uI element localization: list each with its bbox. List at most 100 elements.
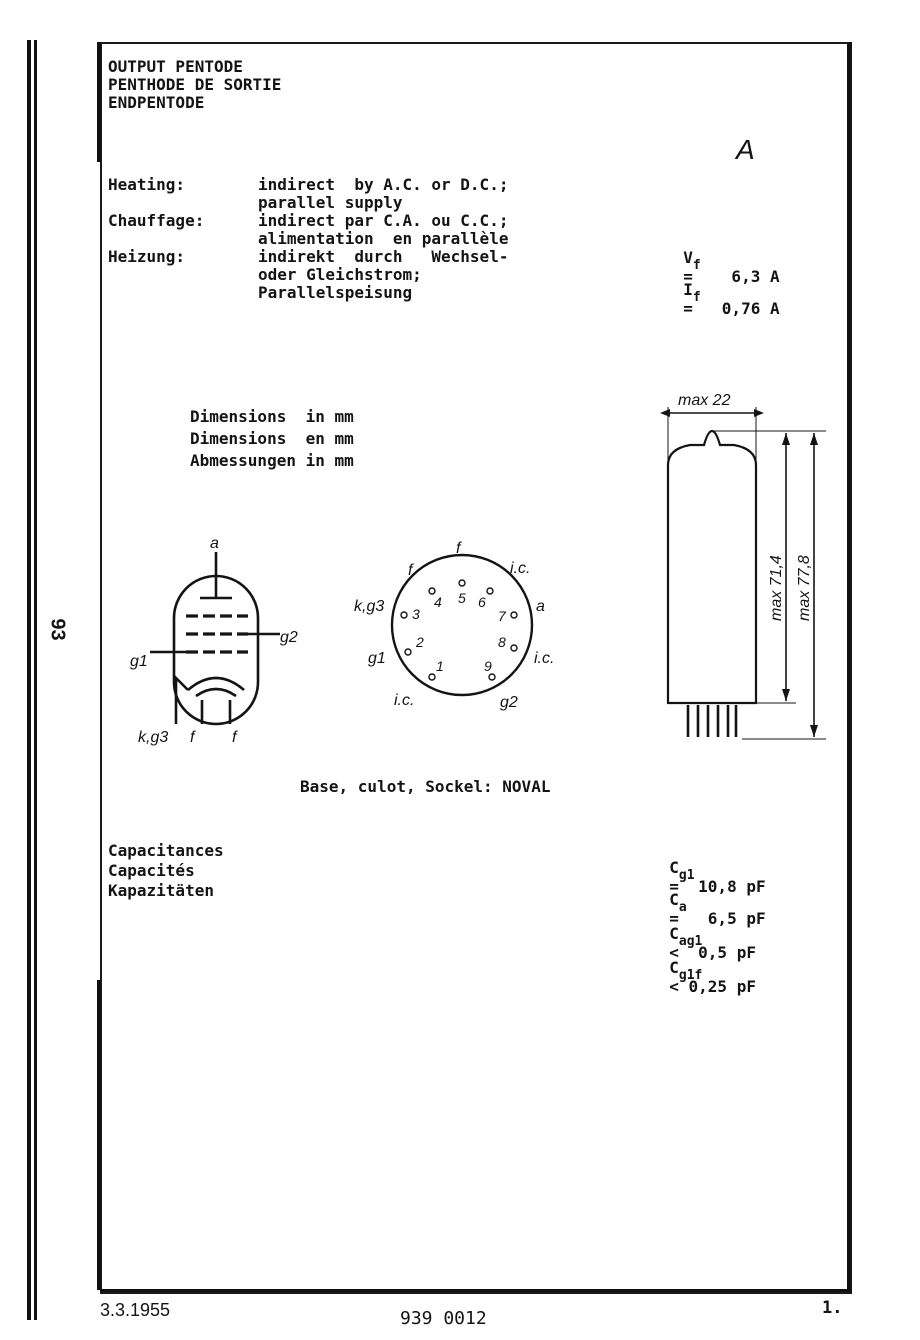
- heating-text-de-3: Parallelspeisung: [258, 283, 413, 302]
- heating-label-en: Heating:: [108, 175, 186, 194]
- height-label-1: max 71,4: [768, 555, 785, 621]
- heating-label-fr: Chauffage:: [108, 211, 205, 230]
- capacitance-row-ca: Ca = 6,5 pF: [650, 874, 766, 928]
- base-label-g2: g2: [500, 694, 518, 711]
- heater-voltage-value: = 6,3 A: [683, 267, 780, 286]
- tube-bulb: [666, 429, 758, 705]
- heating-text-de-2: oder Gleichstrom;: [258, 265, 422, 284]
- pin-number-8: 8: [498, 634, 506, 650]
- capacitance-row-cag1: Cag1 < 0,5 pF: [650, 908, 756, 961]
- heater: [195, 687, 237, 698]
- cap-symbol: C: [669, 924, 679, 943]
- symbol-label-g2: g2: [280, 629, 298, 646]
- heater-current: If = 0,76 A: [664, 264, 780, 318]
- left-margin-bar-inner: [34, 40, 37, 1320]
- pin-number-7: 7: [498, 608, 507, 624]
- cap-value: < 0,25 pF: [669, 977, 756, 996]
- base-label-g1: g1: [368, 650, 386, 667]
- dimensions-de: Abmessungen in mm: [190, 451, 354, 470]
- base-label-ic-bottom: i.c.: [394, 692, 414, 709]
- left-border-mark-bottom: [97, 980, 101, 1290]
- right-border-thick: [847, 42, 851, 1292]
- left-border-mark-top: [97, 42, 101, 162]
- pin-number-4: 4: [434, 594, 442, 610]
- pin-markers: [400, 579, 518, 681]
- heating-label-de: Heizung:: [108, 247, 186, 266]
- arrow-h2-bottom: [810, 725, 818, 737]
- capacitance-row-cg1: Cg1 = 10,8 pF: [650, 842, 766, 896]
- tube-pins: [686, 705, 738, 737]
- symbol-label-kg3: k,g3: [138, 729, 168, 746]
- left-margin-bar-outer: [27, 40, 31, 1320]
- handwritten-annotation: A: [736, 134, 755, 165]
- arrow-h1-top: [782, 433, 790, 445]
- base-label-a: a: [536, 598, 545, 615]
- cap-value: = 6,5 pF: [669, 909, 766, 928]
- pin-number-3: 3: [412, 606, 420, 622]
- heating-text-de-1: indirekt durch Wechsel-: [258, 247, 509, 266]
- height-label-2: max 77,8: [796, 555, 813, 621]
- heater-current-sub: f: [692, 290, 701, 305]
- bottom-border-thick: [100, 1289, 851, 1292]
- capacitances-label-de: Kapazitäten: [108, 881, 214, 900]
- dimensions-en: Dimensions in mm: [190, 407, 354, 426]
- heater-current-value: = 0,76 A: [683, 299, 780, 318]
- heating-text-fr-2: alimentation en parallèle: [258, 229, 509, 248]
- base-label-kg3: k,g3: [354, 598, 384, 615]
- grid-lines: [186, 614, 248, 654]
- heater-voltage-sub: f: [692, 258, 701, 273]
- pin-number-6: 6: [478, 594, 486, 610]
- cap-sub: a: [678, 900, 687, 915]
- base-outline: [390, 553, 534, 697]
- cathode: [187, 676, 245, 691]
- cap-sub: g1f: [678, 968, 703, 983]
- cap-value: = 10,8 pF: [669, 877, 766, 896]
- footer-date: 3.3.1955: [100, 1300, 171, 1320]
- heating-text-fr-1: indirect par C.A. ou C.C.;: [258, 211, 509, 230]
- arrow-width-right: [754, 409, 764, 417]
- capacitances-label-fr: Capacités: [108, 861, 195, 880]
- noval-base-diagram: 1 2 3 4 5 6 7 8 9 f i.c. f k,g3 a g1 i.c…: [354, 540, 554, 711]
- base-label-ic-top: i.c.: [510, 560, 530, 577]
- cathode-lead: [174, 674, 189, 724]
- symbol-label-g1: g1: [130, 653, 148, 670]
- footer-page-number: 1.: [822, 1298, 843, 1318]
- symbol-label-f1: f: [190, 729, 196, 746]
- arrow-width-left: [660, 409, 670, 417]
- cap-symbol: C: [669, 958, 679, 977]
- base-caption: Base, culot, Sockel: NOVAL: [300, 777, 551, 796]
- capacitance-row-cg1f: Cg1f < 0,25 pF: [650, 942, 756, 995]
- heater-voltage-symbol: V: [683, 248, 693, 267]
- capacitances-label-en: Capacitances: [108, 841, 224, 860]
- base-label-f-top: f: [456, 540, 462, 557]
- cap-symbol: C: [669, 858, 679, 877]
- heater-current-symbol: I: [683, 280, 693, 299]
- datasheet-frame: [100, 42, 852, 1294]
- pin-number-9: 9: [484, 658, 492, 674]
- footer-code: 939 0012: [400, 1308, 487, 1329]
- pin-number-1: 1: [436, 658, 444, 674]
- width-label: max 22: [678, 392, 731, 409]
- heating-text-en-2: parallel supply: [258, 193, 403, 212]
- pin-number-5: 5: [458, 590, 466, 606]
- base-label-f-left: f: [408, 562, 414, 579]
- heating-text-en-1: indirect by A.C. or D.C.;: [258, 175, 509, 194]
- title-en: OUTPUT PENTODE: [108, 57, 243, 76]
- arrow-h1-bottom: [782, 689, 790, 701]
- cap-value: < 0,5 pF: [669, 943, 756, 962]
- cap-sub: g1: [678, 868, 695, 883]
- symbol-label-f2: f: [232, 729, 238, 746]
- tube-outline-drawing: max 22 max 71,4 max 77,8: [660, 392, 826, 740]
- cap-symbol: C: [669, 890, 679, 909]
- title-de: ENDPENTODE: [108, 93, 205, 112]
- pentode-symbol: a g2 g1 k,g3 f f: [130, 535, 298, 746]
- cap-sub: ag1: [678, 934, 703, 949]
- base-label-ic-right: i.c.: [534, 650, 554, 667]
- arrow-h2-top: [810, 433, 818, 445]
- pin-number-2: 2: [415, 634, 424, 650]
- heater-voltage: Vf = 6,3 A: [664, 232, 780, 286]
- symbol-label-a: a: [210, 535, 219, 552]
- dimensions-fr: Dimensions en mm: [190, 429, 354, 448]
- side-page-number: 93: [46, 618, 69, 641]
- title-fr: PENTHODE DE SORTIE: [108, 75, 282, 94]
